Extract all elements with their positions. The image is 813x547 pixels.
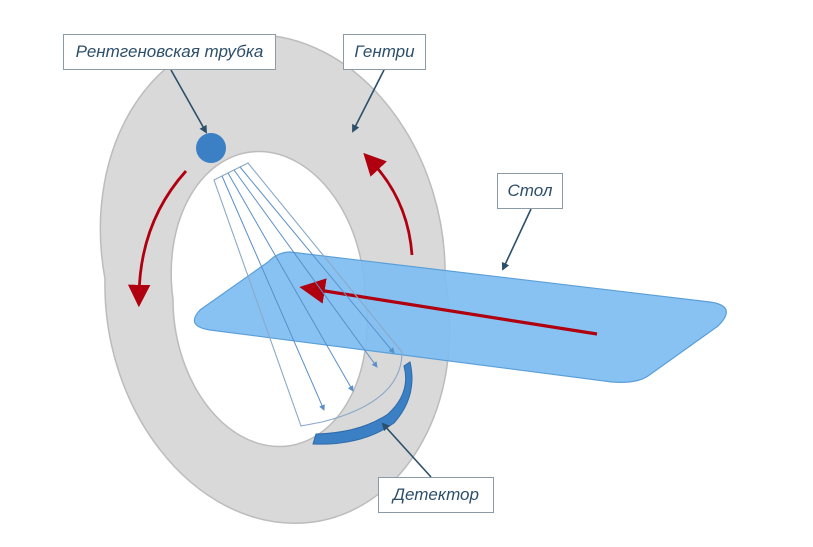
beam-ray xyxy=(239,166,395,354)
rotation-arrow-right xyxy=(363,152,414,256)
label-detector: Детектор xyxy=(378,477,494,513)
beam-ray xyxy=(233,169,378,368)
label-table: Стол xyxy=(497,173,563,209)
leader-line-gantry xyxy=(352,69,385,133)
beam-ray xyxy=(227,172,354,392)
xray-beam-rays xyxy=(221,166,395,411)
leader-line-table xyxy=(501,208,532,271)
xray-beam-fan xyxy=(213,162,403,427)
table-motion-arrow xyxy=(299,278,598,336)
xray-tube-icon xyxy=(196,133,226,163)
leader-line-tube xyxy=(170,69,207,134)
label-xray-tube: Рентгеновская трубка xyxy=(63,34,276,70)
patient-table xyxy=(193,251,727,383)
leader-line-detector xyxy=(381,422,432,478)
label-gantry: Гентри xyxy=(343,34,426,70)
rotation-arrow-left xyxy=(127,170,188,308)
beam-ray xyxy=(221,175,325,411)
